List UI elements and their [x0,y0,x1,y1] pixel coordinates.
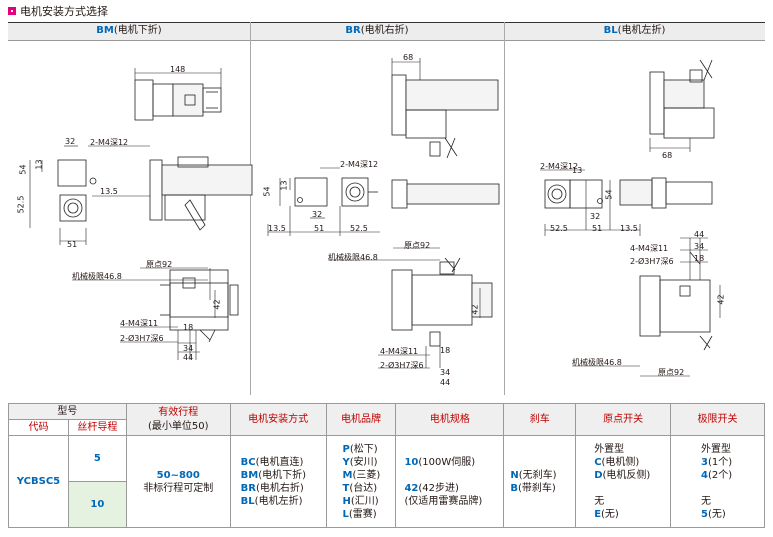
bl-dim-51: 51 [592,224,603,233]
bl-dim-42: 42 [716,294,726,305]
cell-code: YCBSC5 [8,435,69,528]
br-tap-note: 2-M4深12 [340,160,379,169]
bl-tap2-note: 4-M4深11 [630,244,669,253]
th-stroke: 有效行程(最小单位50) [125,403,231,436]
th-lead: 丝杆导程 [67,419,127,436]
th-origin: 原点开关 [575,403,672,436]
th-model: 型号 [8,403,127,420]
th-limit: 极限开关 [670,403,765,436]
column-divider [504,22,505,395]
bm-dim-18: 18 [183,323,194,332]
bm-dim-42: 42 [212,299,222,310]
bm-tap-note: 2-M4深12 [90,138,129,147]
br-dim-54: 54 [262,186,272,197]
br-dim-68: 68 [403,53,414,62]
br-limit-note: 机械极限46.8 [328,253,378,262]
br-dim-52-5: 52.5 [350,224,368,233]
cell-lead-5: 5 [67,435,127,482]
br-origin-note: 原点92 [404,241,431,250]
bl-dim-34: 34 [694,242,705,251]
cell-origin: 外置型 C(电机侧) D(电机反侧) 无 E(无) [575,435,672,528]
bl-dim-18: 18 [694,254,705,263]
bl-tap-note: 2-M4深12 [540,162,579,171]
bm-limit-note: 机械极限46.8 [72,272,122,281]
cell-brand: P(松下) Y(安川) M(三菱) T(台达) H(汇川) L(雷赛) [325,435,397,528]
bm-drawing [29,68,253,360]
cell-brake: N(无刹车) B(带刹车) [503,435,577,528]
bm-dim-32: 32 [65,137,76,146]
br-dim-51: 51 [314,224,325,233]
br-dim-44: 44 [440,378,451,387]
bl-dim-32: 32 [590,212,601,221]
section-title-text: 电机安装方式选择 [20,5,108,18]
br-dim-34: 34 [440,368,451,377]
bl-dim-52-5: 52.5 [550,224,568,233]
th-mount: 电机安装方式 [229,403,327,436]
bl-dim-68: 68 [662,151,673,160]
bm-dim-34: 34 [183,344,194,353]
bl-dim-44: 44 [694,230,705,239]
section-title: 电机安装方式选择 [8,3,108,19]
th-code: 代码 [8,419,69,436]
bm-dim-13: 13 [34,159,44,170]
model-table: 型号 有效行程(最小单位50) 电机安装方式 电机品牌 电机规格 刹车 原点开关… [8,403,765,528]
br-dim-18: 18 [440,346,451,355]
header-br: BR(电机右折) [345,25,409,36]
bl-dim-13: 13 [572,166,583,175]
br-tap2-note: 4-M4深11 [380,347,419,356]
bm-dim-51: 51 [67,240,78,249]
bm-dim-13-5: 13.5 [100,187,118,196]
br-dim-42: 42 [470,304,480,315]
bm-dim-44: 44 [183,353,194,362]
bl-origin-note: 原点92 [658,368,685,377]
column-divider [250,22,251,395]
bl-hole-note: 2-Ø3H7深6 [630,257,674,266]
br-hole-note: 2-Ø3H7深6 [380,361,424,370]
bl-drawing [540,59,721,377]
bm-hole-note: 2-Ø3H7深6 [120,334,164,343]
cell-mount: BC(电机直连) BM(电机下折) BR(电机右折) BL(电机左折) [229,435,327,528]
bm-dim-54: 54 [18,164,28,175]
bl-dim-13-5: 13.5 [620,224,638,233]
cell-spec: 10(100W伺服) 42(42步进) (仅适用雷赛品牌) [395,435,505,528]
br-dim-13-5: 13.5 [268,224,286,233]
br-drawing [267,58,500,369]
square-bullet-icon [8,7,16,15]
cell-lead-10: 10 [67,481,127,528]
bm-origin-note: 原点92 [146,260,173,269]
bl-limit-note: 机械极限46.8 [572,358,622,367]
bm-tap2-note: 4-M4深11 [120,319,159,328]
cell-limit: 外置型 3(1个) 4(2个) 无 5(无) [670,435,765,528]
mounting-header-band [8,22,765,41]
bm-dim-52-5: 52.5 [16,195,26,214]
bm-dim-148: 148 [170,65,186,74]
th-brake: 刹车 [503,403,577,436]
br-dim-13: 13 [279,180,289,191]
header-bl: BL(电机左折) [603,25,666,36]
th-brand: 电机品牌 [325,403,397,436]
bl-dim-54: 54 [604,189,614,200]
header-bm: BM(电机下折) [96,25,162,36]
th-spec: 电机规格 [395,403,505,436]
br-dim-32: 32 [312,210,323,219]
